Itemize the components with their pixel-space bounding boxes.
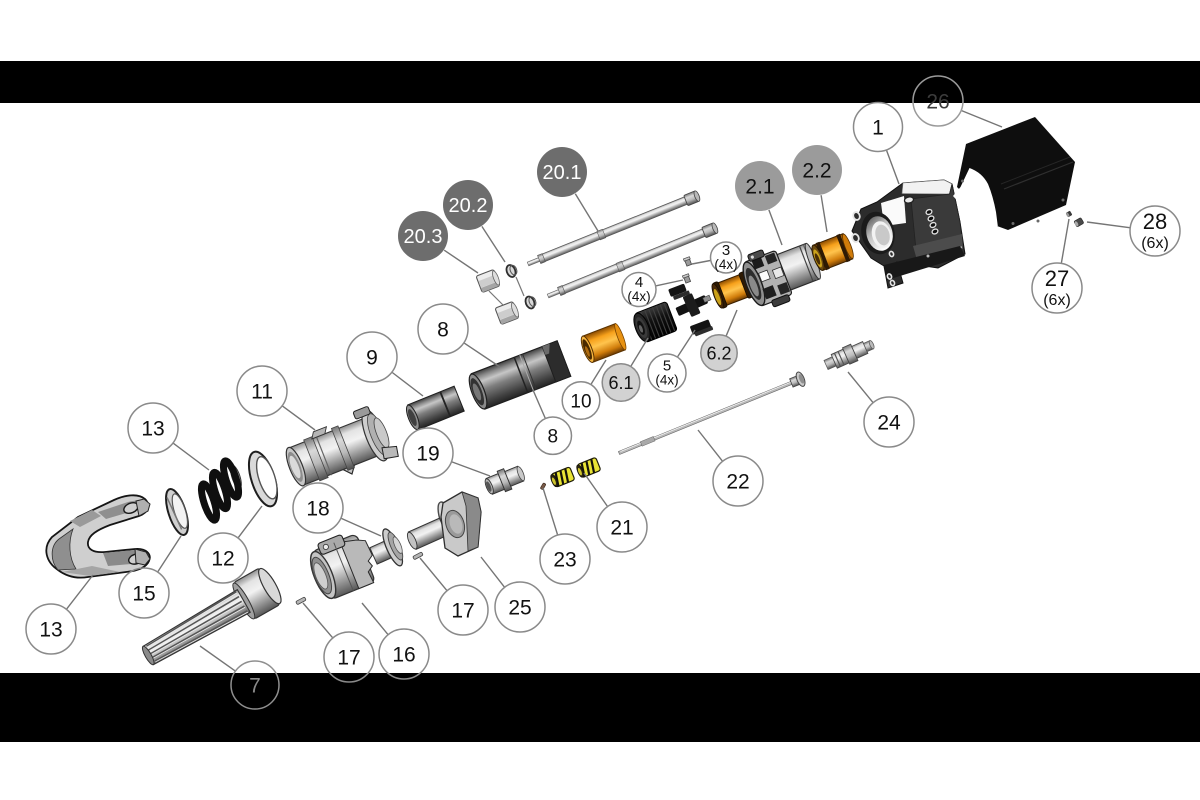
svg-text:16: 16 (392, 644, 415, 667)
svg-text:19: 19 (416, 443, 439, 466)
svg-text:6.2: 6.2 (706, 343, 731, 363)
svg-text:2.2: 2.2 (802, 160, 831, 183)
svg-text:3: 3 (722, 242, 730, 259)
svg-text:22: 22 (726, 471, 749, 494)
svg-text:5: 5 (663, 358, 671, 375)
svg-text:26: 26 (926, 91, 949, 114)
svg-text:20.3: 20.3 (404, 226, 443, 248)
svg-text:(4x): (4x) (655, 373, 678, 388)
svg-text:13: 13 (39, 619, 62, 642)
svg-text:(4x): (4x) (714, 257, 737, 272)
svg-text:27: 27 (1045, 266, 1069, 291)
svg-text:24: 24 (877, 412, 901, 435)
svg-text:20.1: 20.1 (543, 162, 582, 184)
svg-text:1: 1 (872, 117, 884, 140)
svg-text:(4x): (4x) (627, 289, 650, 304)
svg-text:12: 12 (211, 548, 234, 571)
svg-text:9: 9 (366, 347, 378, 370)
svg-text:20.2: 20.2 (449, 195, 488, 217)
svg-text:7: 7 (249, 675, 261, 698)
svg-text:25: 25 (508, 597, 531, 620)
svg-text:11: 11 (251, 381, 273, 404)
svg-text:13: 13 (141, 418, 164, 441)
svg-text:(6x): (6x) (1043, 292, 1071, 309)
svg-text:17: 17 (451, 600, 474, 623)
svg-text:17: 17 (337, 647, 360, 670)
svg-text:21: 21 (610, 517, 633, 540)
svg-text:28: 28 (1143, 209, 1167, 234)
svg-text:8: 8 (437, 319, 449, 342)
svg-text:10: 10 (570, 391, 591, 412)
svg-text:23: 23 (553, 549, 576, 572)
svg-text:(6x): (6x) (1141, 235, 1169, 252)
svg-text:15: 15 (132, 583, 155, 606)
svg-text:8: 8 (548, 427, 559, 448)
svg-text:6.1: 6.1 (608, 373, 633, 393)
svg-text:4: 4 (635, 274, 643, 291)
svg-text:18: 18 (306, 498, 329, 521)
svg-text:2.1: 2.1 (745, 176, 774, 199)
